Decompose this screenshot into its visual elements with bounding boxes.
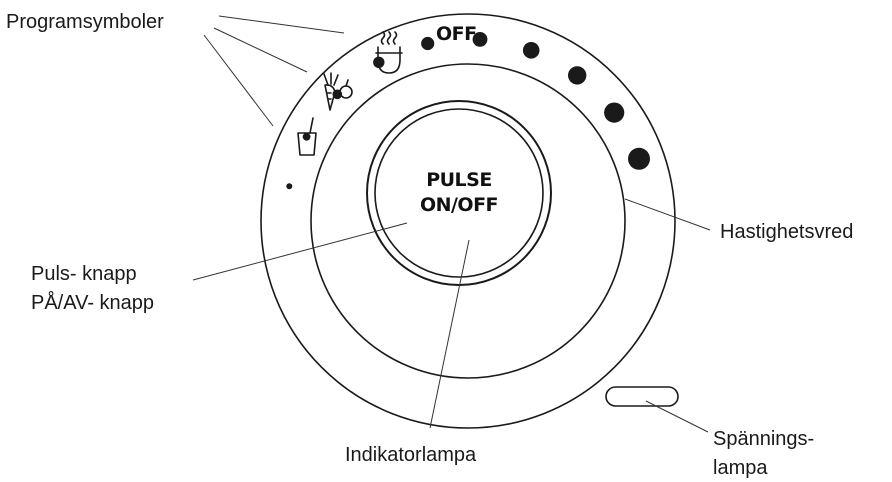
- power-lamp: [605, 386, 679, 407]
- pulse-button-outer-ring[interactable]: [366, 100, 552, 286]
- leader-speed-dial: [624, 198, 711, 231]
- speed-dot-1: [286, 183, 293, 190]
- speed-dot-2: [302, 132, 311, 141]
- leader-indicator-lamp: [429, 239, 470, 429]
- label-pulse-button-line2: PÅ/AV- knapp: [31, 291, 154, 314]
- leader-pulse-button: [192, 222, 408, 281]
- label-pulse-button-line1: Puls- knapp: [31, 263, 137, 285]
- speed-dot-5: [421, 36, 435, 51]
- speed-dot-7: [522, 42, 540, 59]
- pulse-button[interactable]: [374, 108, 544, 278]
- leader-power-lamp: [645, 400, 709, 433]
- smoothie-cup-icon: [297, 117, 317, 156]
- leader-program-symbols-2: [213, 27, 308, 73]
- label-speed-dial: Hastighetsvred: [720, 221, 853, 243]
- label-power-lamp-line2: lampa: [713, 457, 768, 479]
- carrot-apple-icon: [323, 72, 353, 111]
- label-indicator-lamp: Indikatorlampa: [345, 444, 477, 466]
- speed-dial-ring[interactable]: [310, 63, 626, 379]
- on-off-label: ON/OFF: [420, 194, 498, 216]
- label-power-lamp-line1: Spännings-: [713, 428, 814, 450]
- leader-program-symbols-3: [203, 34, 274, 127]
- speed-dot-10: [628, 147, 650, 170]
- speed-dot-9: [604, 102, 625, 123]
- speed-dots: [286, 32, 650, 190]
- off-label: OFF: [436, 23, 477, 45]
- soup-bowl-icon: [375, 31, 403, 74]
- label-program-symbols: Programsymboler: [6, 11, 164, 33]
- leader-program-symbols-1: [218, 15, 345, 34]
- pulse-label: PULSE: [426, 169, 492, 191]
- speed-dot-6: [472, 32, 488, 47]
- speed-dot-8: [568, 66, 587, 85]
- outer-dial-ring: [260, 13, 676, 429]
